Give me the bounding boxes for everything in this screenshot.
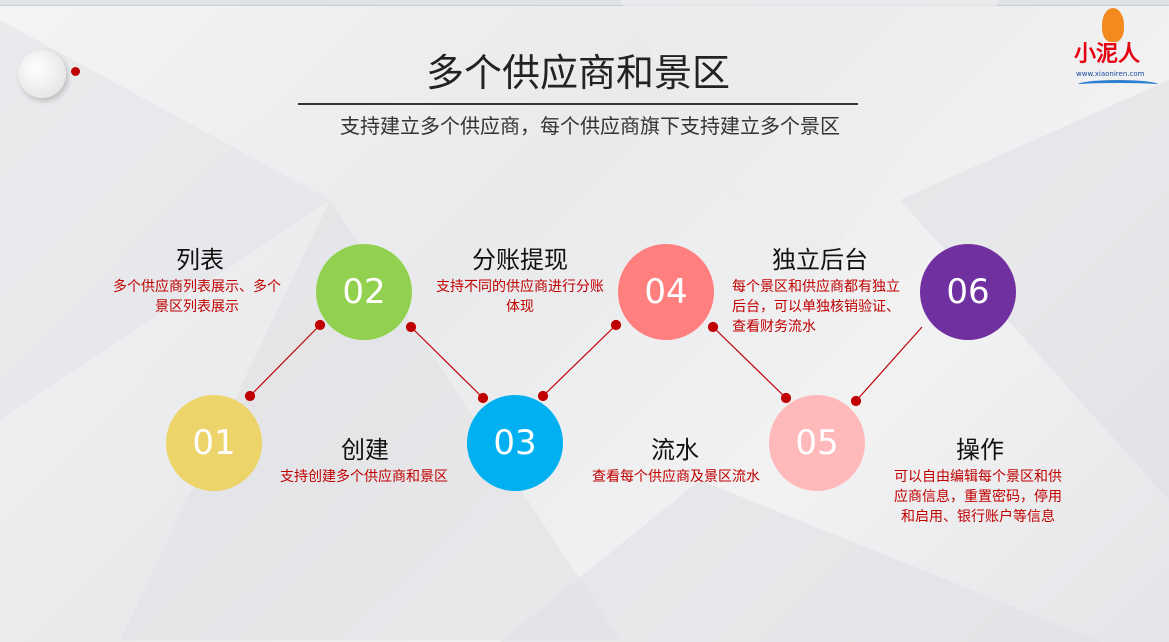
step-05-label: 操作 [956,436,1004,464]
step-03-label: 流水 [651,436,699,464]
step-number: 02 [342,272,386,312]
step-01-label: 创建 [341,436,389,464]
red-dot [71,67,80,76]
step-number: 05 [795,423,839,463]
step-04-circle: 04 [618,244,714,340]
step-05-desc: 可以自由编辑每个景区和供应商信息，重置密码，停用和启用、银行账户等信息 [894,469,1062,525]
step-01-circle: 01 [166,395,262,491]
step-06-desc: 每个景区和供应商都有独立后台，可以单独核销验证、查看财务流水 [732,279,900,335]
page-title: 多个供应商和景区 [425,51,730,95]
step-02-desc: 多个供应商列表展示、多个景区列表展示 [113,279,281,315]
step-06-label: 独立后台 [772,246,868,274]
step-04-label: 分账提现 [472,246,568,274]
step-number: 06 [946,272,990,312]
step-number: 04 [644,272,688,312]
step-number: 01 [192,423,236,463]
step-05-circle: 05 [769,395,865,491]
step-01-desc: 支持创建多个供应商和景区 [280,469,448,485]
logo-text: 小泥人 [1074,42,1141,67]
step-02-label: 列表 [176,246,224,274]
step-03-desc: 查看每个供应商及景区流水 [592,469,760,485]
title-divider [298,103,858,105]
step-06-circle: 06 [920,244,1016,340]
step-03-circle: 03 [467,395,563,491]
step-number: 03 [493,423,537,463]
decorative-sphere [18,50,66,98]
page-subtitle: 支持建立多个供应商，每个供应商旗下支持建立多个景区 [340,114,840,138]
step-04-desc: 支持不同的供应商进行分账体现 [436,279,604,315]
step-02-circle: 02 [316,244,412,340]
logo-url: www.xiaoniren.com [1076,70,1145,78]
brand-logo: 小泥人 www.xiaoniren.com [1072,8,1169,88]
window-top-bar [0,0,1169,6]
